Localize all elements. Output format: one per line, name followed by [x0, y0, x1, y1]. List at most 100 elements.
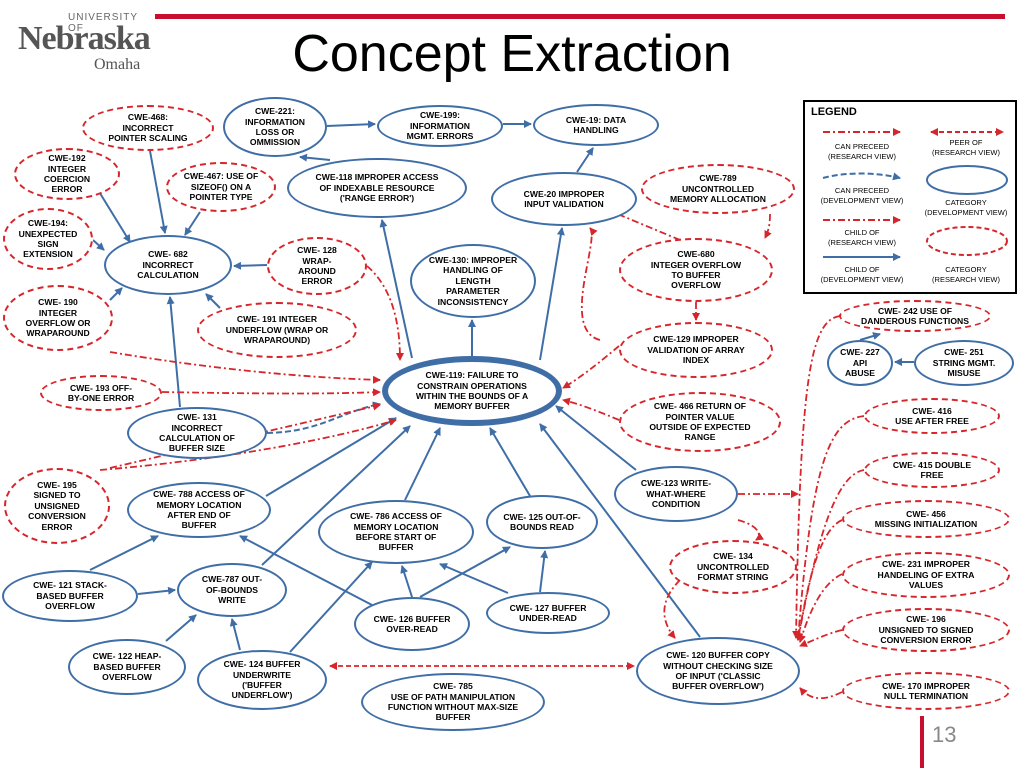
node-cwe-19[interactable]: CWE-19: DATA HANDLING	[533, 104, 659, 146]
edge-119-20	[539, 227, 565, 361]
node-cwe-129[interactable]: CWE-129 IMPROPER VALIDATION OF ARRAY IND…	[619, 322, 773, 378]
node-cwe-196[interactable]: CWE- 196 UNSIGNED TO SIGNED CONVERSION E…	[842, 608, 1010, 652]
edge-124-786	[289, 561, 373, 653]
node-cwe-126[interactable]: CWE- 126 BUFFER OVER-READ	[354, 597, 470, 651]
node-cwe-786[interactable]: CWE- 786 ACCESS OF MEMORY LOCATION BEFOR…	[318, 500, 474, 564]
edge-126-788	[239, 535, 373, 606]
node-cwe-242[interactable]: CWE- 242 USE OF DANDEROUS FUNCTIONS	[839, 300, 991, 332]
edge-221-199	[326, 120, 376, 129]
node-cwe-124[interactable]: CWE- 124 BUFFER UNDERWRITE ('BUFFER UNDE…	[197, 650, 327, 710]
edge-120-119	[539, 423, 701, 638]
edge-456-120	[795, 519, 843, 641]
node-cwe-789[interactable]: CWE-789 UNCONTROLLED MEMORY ALLOCATION	[641, 164, 795, 214]
edge-191-682	[205, 293, 221, 309]
node-cwe-193[interactable]: CWE- 193 OFF- BY-ONE ERROR	[40, 375, 162, 411]
node-cwe-120[interactable]: CWE- 120 BUFFER COPY WITHOUT CHECKING SI…	[636, 637, 800, 705]
edge-127-786	[439, 563, 509, 594]
legend-box: LEGEND CAN PRECEED (RESEARCH VIEW) PEER …	[803, 100, 1017, 294]
node-cwe-466[interactable]: CWE- 466 RETURN OF POINTER VALUE OUTSIDE…	[619, 392, 781, 452]
edge-193-119	[161, 388, 381, 397]
node-cwe-416[interactable]: CWE- 416 USE AFTER FREE	[864, 398, 1000, 434]
edge-192-682	[97, 189, 131, 243]
node-cwe-122[interactable]: CWE- 122 HEAP- BASED BUFFER OVERFLOW	[68, 639, 186, 695]
edge-121-787	[137, 586, 176, 595]
edge-416-120	[794, 415, 865, 641]
node-cwe-131[interactable]: CWE- 131 INCORRECT CALCULATION OF BUFFER…	[127, 407, 267, 459]
node-cwe-682[interactable]: CWE- 682 INCORRECT CALCULATION	[104, 235, 232, 295]
edge-786-119	[404, 427, 441, 501]
node-cwe-190[interactable]: CWE- 190 INTEGER OVERFLOW OR WRAPAROUND	[3, 285, 113, 351]
edge-128-682	[233, 261, 268, 270]
node-cwe-199[interactable]: CWE-199: INFORMATION MGMT. ERRORS	[377, 105, 503, 147]
node-cwe-20[interactable]: CWE-20 IMPROPER INPUT VALIDATION	[491, 172, 637, 226]
edge-121-788	[89, 535, 159, 571]
node-cwe-127[interactable]: CWE- 127 BUFFER UNDER-READ	[486, 592, 610, 634]
edge-415-120	[795, 469, 865, 641]
edge-123-134	[737, 519, 765, 541]
edge-788-119	[265, 417, 397, 497]
edge-124-787	[229, 618, 241, 651]
node-cwe-221[interactable]: CWE-221: INFORMATION LOSS OR OMMISSION	[223, 97, 327, 157]
node-cwe-785[interactable]: CWE- 785 USE OF PATH MANIPULATION FUNCTI…	[361, 673, 545, 731]
node-cwe-456[interactable]: CWE- 456 MISSING INITIALIZATION	[842, 500, 1010, 538]
node-cwe-121[interactable]: CWE- 121 STACK- BASED BUFFER OVERFLOW	[2, 570, 138, 622]
edge-20-19	[576, 147, 594, 173]
slide-title: Concept Extraction	[292, 25, 732, 83]
edge-119-118	[379, 219, 413, 359]
node-cwe-130[interactable]: CWE-130: IMPROPER HANDLING OF LENGTH PAR…	[410, 244, 536, 318]
node-cwe-123[interactable]: CWE-123 WRITE- WHAT-WHERE CONDITION	[614, 466, 738, 522]
node-cwe-787[interactable]: CWE-787 OUT- OF-BOUNDS WRITE	[177, 563, 287, 617]
legend-category-research: CATEGORY (RESEARCH VIEW)	[932, 265, 1000, 285]
edge-231-120	[798, 573, 843, 643]
edge-118-221	[299, 153, 331, 162]
university-logo: UNIVERSITY OF Nebraska Omaha	[18, 12, 151, 73]
edge-190-682	[109, 287, 123, 301]
edge-227-242	[859, 332, 881, 341]
legend-title: LEGEND	[811, 106, 857, 118]
edge-466-119	[562, 397, 620, 421]
edge-170-120	[799, 687, 843, 700]
edge-787-119	[261, 425, 411, 566]
node-cwe-118[interactable]: CWE-118 IMPROPER ACCESS OF INDEXABLE RES…	[287, 158, 467, 218]
node-cwe-170[interactable]: CWE- 170 IMPROPER NULL TERMINATION	[842, 672, 1010, 710]
node-cwe-134[interactable]: CWE- 134 UNCONTROLLED FORMAT STRING	[669, 540, 797, 594]
node-cwe-195[interactable]: CWE- 195 SIGNED TO UNSIGNED CONVERSION E…	[4, 468, 110, 544]
edge-131-682	[166, 296, 181, 408]
node-cwe-192[interactable]: CWE-192 INTEGER COERCION ERROR	[14, 148, 120, 200]
node-cwe-251[interactable]: CWE- 251 STRING MGMT. MISUSE	[914, 340, 1014, 386]
node-cwe-194[interactable]: CWE-194: UNEXPECTED SIGN EXTENSION	[3, 208, 93, 270]
edge-789-680	[764, 213, 772, 239]
edge-127-125	[539, 550, 549, 593]
node-cwe-119[interactable]: CWE-119: FAILURE TO CONSTRAIN OPERATIONS…	[382, 356, 562, 426]
edge-123-119	[555, 405, 637, 471]
top-accent-bar	[155, 14, 1005, 19]
edge-194-682	[92, 239, 105, 251]
edge-134-120	[663, 579, 681, 639]
node-cwe-125[interactable]: CWE- 125 OUT-OF- BOUNDS READ	[486, 495, 598, 549]
edge-129-119	[562, 345, 620, 389]
node-cwe-680[interactable]: CWE-680 INTEGER OVERFLOW TO BUFFER OVERF…	[619, 238, 773, 302]
node-cwe-415[interactable]: CWE- 415 DOUBLE FREE	[864, 452, 1000, 488]
edge-122-787	[165, 614, 197, 642]
node-cwe-227[interactable]: CWE- 227 API ABUSE	[827, 340, 893, 386]
node-cwe-467[interactable]: CWE-467: USE OF SIZEOF() ON A POINTER TY…	[166, 162, 276, 212]
node-cwe-788[interactable]: CWE- 788 ACCESS OF MEMORY LOCATION AFTER…	[127, 482, 271, 538]
page-number: 13	[932, 722, 957, 747]
edge-190-119	[109, 351, 381, 384]
edge-131-119	[266, 401, 381, 434]
bottom-accent-bar	[920, 716, 924, 768]
edge-196-120	[799, 629, 843, 647]
node-cwe-468[interactable]: CWE-468: INCORRECT POINTER SCALING	[82, 105, 214, 151]
edge-129-789	[581, 227, 601, 341]
legend-peer-of-research: PEER OF (RESEARCH VIEW)	[932, 138, 1000, 158]
node-cwe-128[interactable]: CWE- 128 WRAP- AROUND ERROR	[267, 237, 367, 295]
edge-126-786	[400, 565, 413, 598]
legend-can-preceed-research: CAN PRECEED (RESEARCH VIEW)	[828, 142, 896, 162]
edge-467-682	[184, 211, 201, 236]
node-cwe-231[interactable]: CWE- 231 IMPROPER HANDELING OF EXTRA VAL…	[842, 552, 1010, 598]
legend-category-development: CATEGORY (DEVELOPMENT VIEW)	[924, 198, 1008, 218]
legend-can-preceed-development: CAN PRECEED (DEVELOPMENT VIEW)	[820, 186, 904, 206]
edge-242-120	[792, 315, 841, 639]
node-cwe-191[interactable]: CWE- 191 INTEGER UNDERFLOW (WRAP OR WRAP…	[197, 302, 357, 358]
